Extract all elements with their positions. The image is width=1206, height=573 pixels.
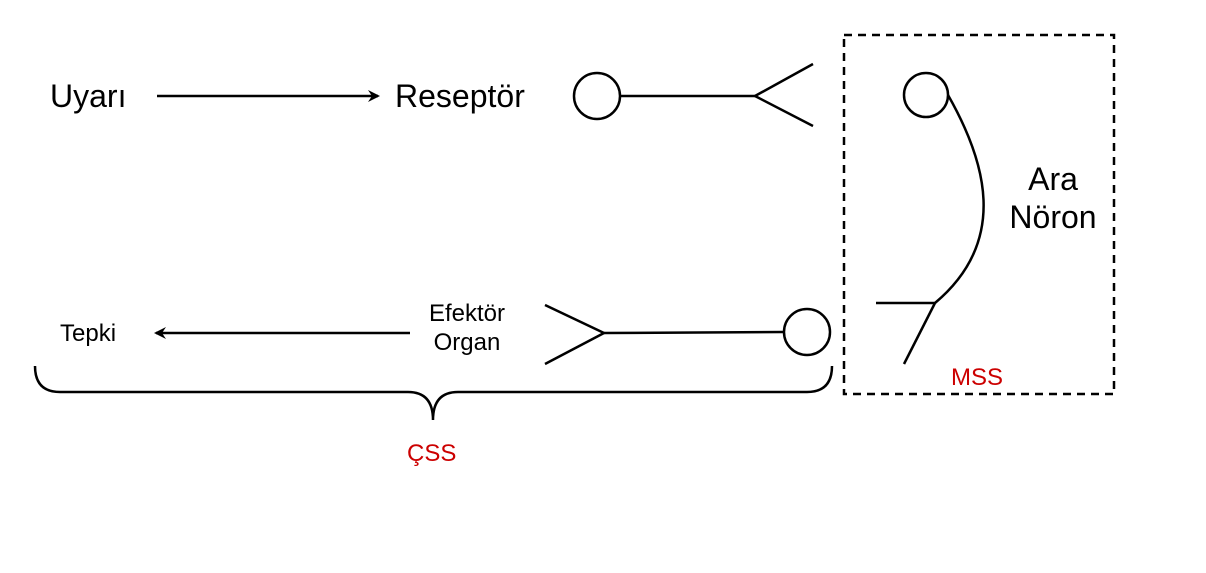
motor-neuron-terminal-lower: [544, 331, 605, 366]
motor-neuron: [544, 303, 832, 366]
effector-organ-label: Efektör Organ: [410, 300, 524, 358]
css-brace: [33, 365, 834, 421]
interneuron-label: Ara Nöron: [1000, 160, 1106, 237]
mss-region-box: [842, 33, 1116, 396]
interneuron-terminal-lower: [902, 302, 937, 365]
motor-neuron-cell-body: [782, 307, 832, 357]
interneuron-cell-body: [902, 71, 950, 119]
motor-neuron-axon: [603, 330, 785, 335]
stimulus-label: Uyarı: [50, 78, 127, 114]
response-label: Tepki: [60, 320, 117, 347]
effector-organ-label-line2: Organ: [433, 328, 501, 356]
interneuron-label-line1: Ara: [1028, 161, 1078, 197]
sensory-neuron: [572, 62, 814, 128]
interneuron: [876, 71, 985, 365]
sensory-neuron-terminal-lower: [754, 94, 814, 128]
mss-label: MSS: [951, 364, 1004, 391]
interneuron-label-line2: Nöron: [1009, 199, 1097, 236]
interneuron-axon: [934, 94, 985, 304]
receptor-label: Reseptör: [395, 78, 525, 114]
sensory-neuron-cell-body: [572, 71, 622, 121]
sensory-neuron-terminal-upper: [754, 62, 814, 98]
effector-organ-label-line1: Efektör: [428, 300, 506, 327]
motor-neuron-terminal-upper: [544, 303, 605, 335]
css-label: ÇSS: [407, 440, 457, 467]
